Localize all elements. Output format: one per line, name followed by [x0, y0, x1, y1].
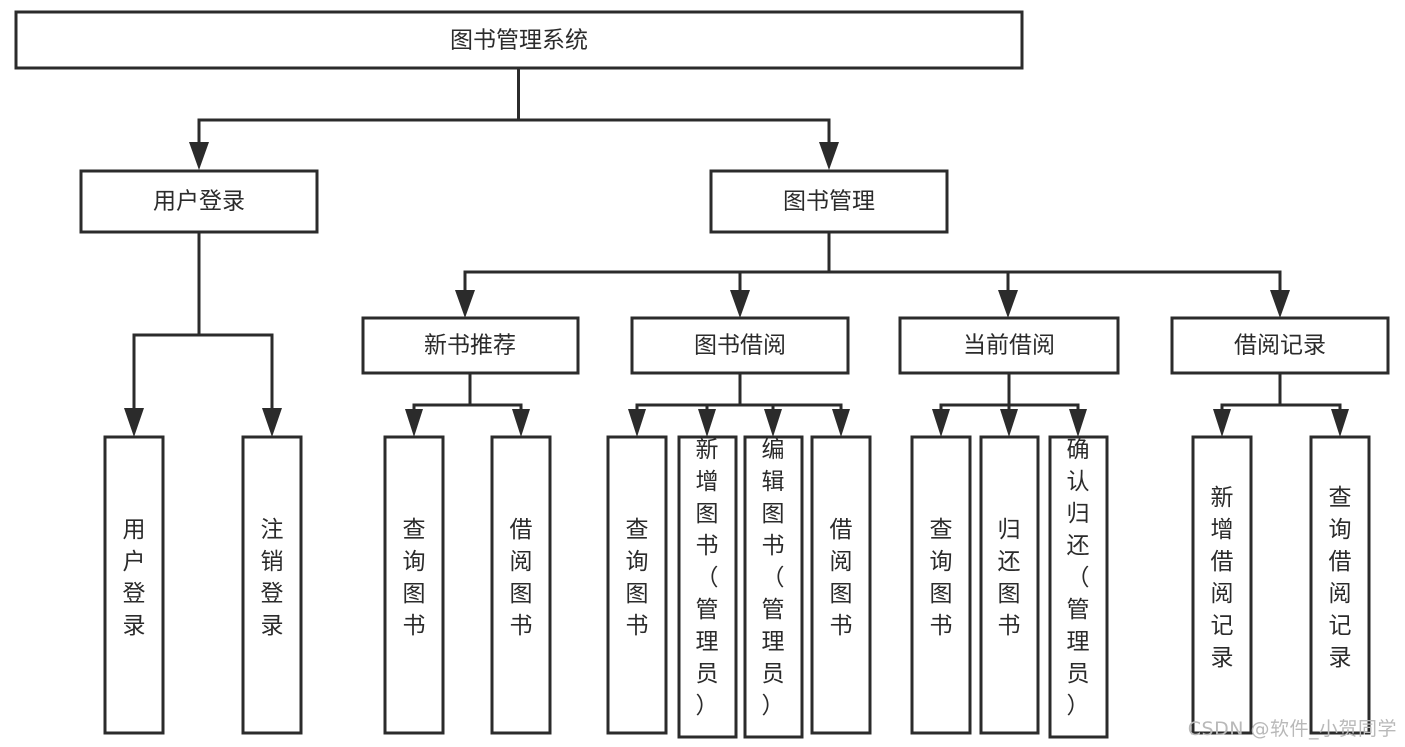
node-new-book-recommend[interactable]: 新书推荐	[361, 316, 580, 375]
arrow-head-leaf-add-book-admin	[698, 409, 716, 437]
arrow-head-user-login	[189, 142, 209, 170]
node-book-borrow[interactable]: 图书借阅	[630, 316, 850, 375]
node-leaf-query-book-1-box	[383, 435, 445, 735]
csdn-watermark: CSDN @软件_小贺同学	[1187, 718, 1397, 740]
node-leaf-return-book[interactable]: 归还图书	[979, 435, 1040, 735]
node-new-book-recommend-label: 新书推荐	[424, 333, 516, 359]
node-leaf-query-borrow-record-label: 查询借阅记录	[1329, 485, 1352, 671]
node-borrow-record[interactable]: 借阅记录	[1170, 316, 1390, 375]
arrow-head-leaf-borrow-book-2	[832, 409, 850, 437]
node-leaf-logout-login-box	[241, 435, 303, 735]
node-leaf-user-login[interactable]: 用户登录	[103, 435, 165, 735]
arrow-head-leaf-user-login	[124, 408, 144, 437]
node-leaf-query-book-1-label: 查询图书	[403, 517, 426, 639]
node-leaf-query-book-2-box	[606, 435, 668, 735]
node-book-manage-label: 图书管理	[783, 189, 875, 215]
arrow-head-leaf-borrow-book-1	[512, 409, 530, 437]
node-leaf-query-borrow-record[interactable]: 查询借阅记录	[1309, 435, 1371, 735]
arrow-head-leaf-query-borrow-record	[1331, 409, 1349, 437]
node-leaf-return-book-box	[979, 435, 1040, 735]
arrow-head-leaf-add-borrow-record	[1213, 409, 1231, 437]
node-user-login[interactable]: 用户登录	[79, 169, 319, 234]
node-leaf-logout-login[interactable]: 注销登录	[241, 435, 303, 735]
node-root-box	[14, 10, 1024, 70]
node-leaf-borrow-book-2[interactable]: 借阅图书	[810, 435, 872, 735]
node-leaf-query-book-3-label: 查询图书	[930, 517, 953, 639]
node-leaf-edit-book-admin[interactable]: 编辑图书（管理员）	[743, 435, 804, 739]
node-current-borrow-box	[898, 316, 1120, 375]
node-leaf-add-book-admin[interactable]: 新增图书（管理员）	[677, 435, 738, 739]
node-leaf-add-book-admin-box	[677, 435, 738, 739]
node-leaf-confirm-return-admin-label: 确认归还（管理员）	[1067, 437, 1090, 719]
node-leaf-edit-book-admin-label: 编辑图书（管理员）	[762, 437, 785, 719]
node-leaf-edit-book-admin-box	[743, 435, 804, 739]
connector-layer	[124, 66, 1349, 437]
node-current-borrow[interactable]: 当前借阅	[898, 316, 1120, 375]
node-leaf-user-login-label: 用户登录	[123, 517, 146, 639]
node-leaf-logout-login-label: 注销登录	[261, 517, 284, 639]
node-book-manage-box	[709, 169, 949, 234]
node-root[interactable]: 图书管理系统	[14, 10, 1024, 70]
node-new-book-recommend-box	[361, 316, 580, 375]
arrow-head-leaf-query-book-1	[405, 409, 423, 437]
arrow-head-leaf-edit-book-admin	[764, 409, 782, 437]
node-leaf-return-book-label: 归还图书	[998, 517, 1021, 639]
node-leaf-confirm-return-admin[interactable]: 确认归还（管理员）	[1048, 435, 1109, 739]
arrow-head-leaf-query-book-3	[932, 409, 950, 437]
node-borrow-record-box	[1170, 316, 1390, 375]
node-user-login-label: 用户登录	[153, 189, 245, 215]
arrow-head-leaf-return-book	[1000, 409, 1018, 437]
node-leaf-add-borrow-record-label: 新增借阅记录	[1211, 485, 1234, 671]
node-borrow-record-label: 借阅记录	[1234, 333, 1326, 359]
node-leaf-borrow-book-1-box	[490, 435, 552, 735]
node-root-label: 图书管理系统	[450, 28, 588, 54]
node-leaf-confirm-return-admin-box	[1048, 435, 1109, 739]
arrow-head-book-manage	[819, 142, 839, 170]
node-user-login-box	[79, 169, 319, 234]
node-leaf-query-book-2[interactable]: 查询图书	[606, 435, 668, 735]
arrow-head-current-borrow	[998, 290, 1018, 318]
node-leaf-borrow-book-2-label: 借阅图书	[830, 517, 853, 639]
arrow-head-new-book-recommend	[455, 290, 475, 318]
node-leaf-query-book-1[interactable]: 查询图书	[383, 435, 445, 735]
node-book-manage[interactable]: 图书管理	[709, 169, 949, 234]
node-leaf-add-borrow-record-box	[1191, 435, 1253, 735]
node-leaf-borrow-book-1[interactable]: 借阅图书	[490, 435, 552, 735]
node-leaf-borrow-book-1-label: 借阅图书	[510, 517, 533, 639]
node-leaf-query-book-3-box	[910, 435, 972, 735]
node-book-borrow-box	[630, 316, 850, 375]
node-book-borrow-label: 图书借阅	[694, 333, 786, 359]
node-leaf-add-book-admin-label: 新增图书（管理员）	[696, 437, 719, 719]
node-leaf-add-borrow-record[interactable]: 新增借阅记录	[1191, 435, 1253, 735]
node-leaf-borrow-book-2-box	[810, 435, 872, 735]
node-leaf-user-login-box	[103, 435, 165, 735]
arrow-head-borrow-record	[1270, 290, 1290, 318]
node-current-borrow-label: 当前借阅	[963, 333, 1055, 359]
arrow-head-leaf-confirm-return-admin	[1069, 409, 1087, 437]
arrow-head-book-borrow	[730, 290, 750, 318]
node-leaf-query-borrow-record-box	[1309, 435, 1371, 735]
arrow-head-leaf-query-book-2	[628, 409, 646, 437]
node-leaf-query-book-3[interactable]: 查询图书	[910, 435, 972, 735]
node-leaf-query-book-2-label: 查询图书	[626, 517, 649, 639]
arrow-head-leaf-logout-login	[262, 408, 282, 437]
